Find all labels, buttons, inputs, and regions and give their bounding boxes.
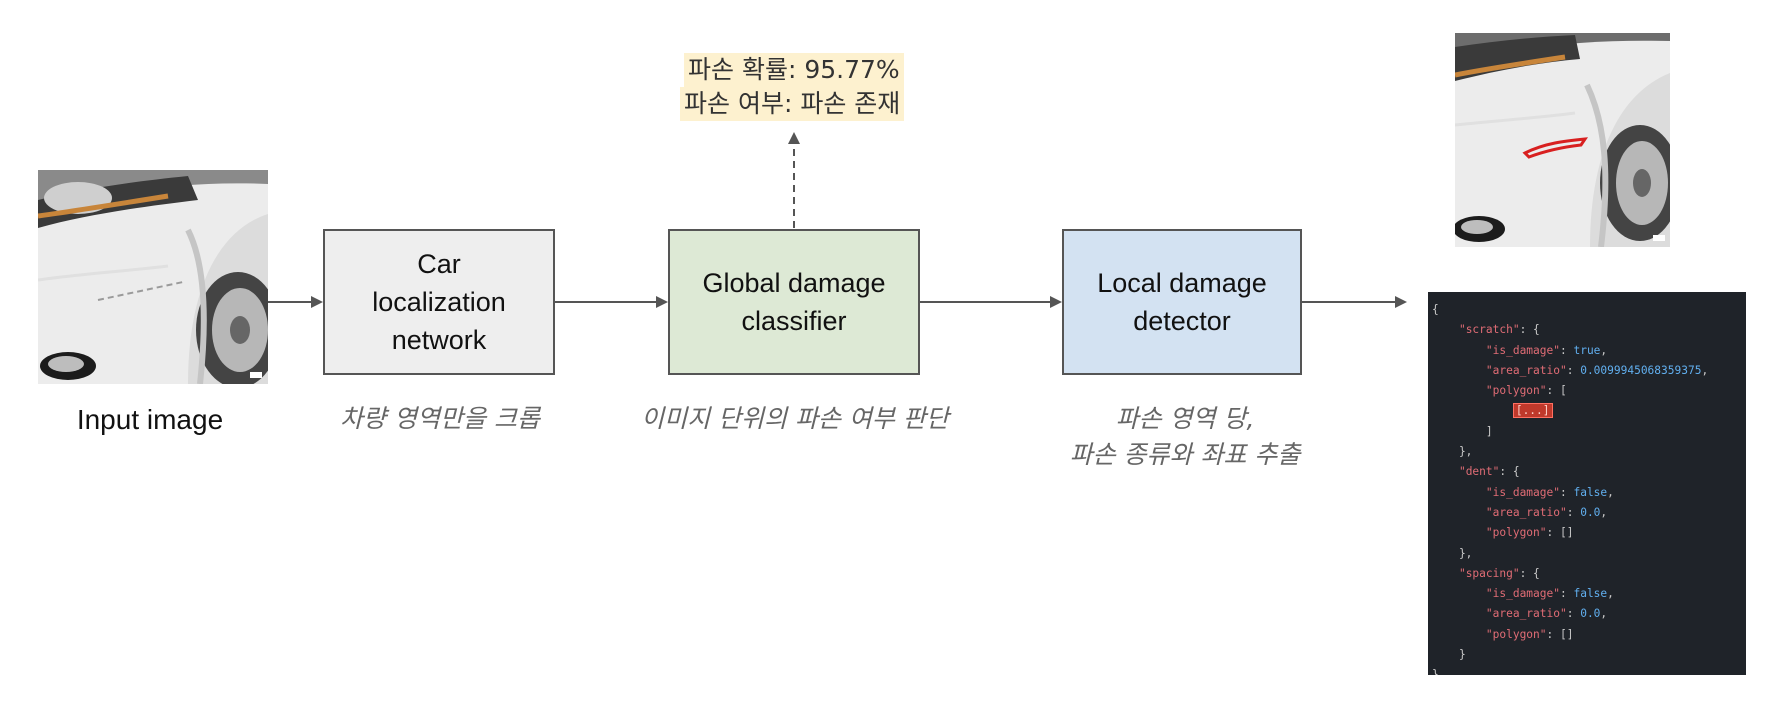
json-line: }, (1432, 445, 1473, 459)
json-key: "is_damage" (1485, 587, 1560, 601)
json-line: } (1432, 648, 1466, 662)
json-key: "polygon" (1485, 526, 1547, 540)
json-line: "dent": { (1458, 465, 1520, 479)
json-line: "is_damage": true, (1485, 343, 1608, 357)
global-classifier-caption: 이미지 단위의 파손 여부 판단 (641, 404, 949, 433)
json-line: "area_ratio": 0.0099945068359375, (1485, 363, 1709, 377)
damage-presence-label: 파손 여부: 파손 존재 (680, 87, 905, 121)
json-key: "polygon" (1485, 627, 1547, 641)
json-line: "spacing": { (1458, 566, 1540, 580)
json-line: "polygon": [] (1485, 526, 1574, 540)
json-spacing-key: "spacing" (1458, 566, 1520, 580)
json-line: "is_damage": false, (1485, 587, 1614, 601)
input-car-photo (38, 170, 268, 384)
json-value: false (1573, 587, 1608, 601)
input-image-caption: Input image (76, 404, 224, 435)
json-line: "polygon": [ (1485, 384, 1567, 398)
json-key: "polygon" (1485, 384, 1547, 398)
json-value: false (1573, 485, 1608, 499)
json-line: "area_ratio": 0.0, (1485, 607, 1608, 621)
json-close-brace: } (1432, 668, 1439, 675)
json-line: { (1432, 300, 1746, 320)
json-line: } (1432, 665, 1746, 675)
json-key: "area_ratio" (1485, 363, 1567, 377)
json-ellipsis-badge: [...] (1512, 403, 1553, 419)
json-key: "area_ratio" (1485, 607, 1567, 621)
json-value: 0.0 (1580, 505, 1601, 519)
json-key: "area_ratio" (1485, 505, 1567, 519)
json-line: "scratch": { (1458, 323, 1540, 337)
car-damage-photo-icon (1455, 33, 1670, 247)
json-line: "is_damage": false, (1485, 485, 1614, 499)
car-localization-network-box: Car localization network (323, 229, 555, 375)
json-dent-key: "dent" (1458, 465, 1500, 479)
json-value: [] (1560, 526, 1574, 540)
json-line: "area_ratio": 0.0, (1485, 505, 1608, 519)
json-value: [] (1560, 627, 1574, 641)
damage-probability-label: 파손 확률: 95.77% (684, 53, 904, 87)
json-output-panel: { "scratch": { "is_damage": true, "area_… (1428, 292, 1746, 675)
json-open-brace: { (1432, 303, 1439, 316)
json-key: "is_damage" (1485, 485, 1560, 499)
car-photo-icon (38, 170, 268, 384)
global-damage-classifier-box: Global damage classifier (668, 229, 920, 375)
car-localization-caption: 차량 영역만을 크롭 (340, 404, 540, 433)
json-value: true (1573, 343, 1601, 357)
output-car-photo (1455, 33, 1670, 247)
json-line: }, (1432, 546, 1473, 560)
json-line: [...] (1432, 401, 1746, 421)
json-value: 0.0099945068359375 (1580, 363, 1702, 377)
json-scratch-key: "scratch" (1458, 323, 1520, 337)
local-detector-caption: 파손 영역 당, 파손 종류와 좌표 추출 (1069, 404, 1301, 469)
json-line: ] (1432, 424, 1493, 438)
json-line: "polygon": [] (1485, 627, 1574, 641)
json-value: 0.0 (1580, 607, 1601, 621)
json-key: "is_damage" (1485, 343, 1560, 357)
local-damage-detector-box: Local damage detector (1062, 229, 1302, 375)
